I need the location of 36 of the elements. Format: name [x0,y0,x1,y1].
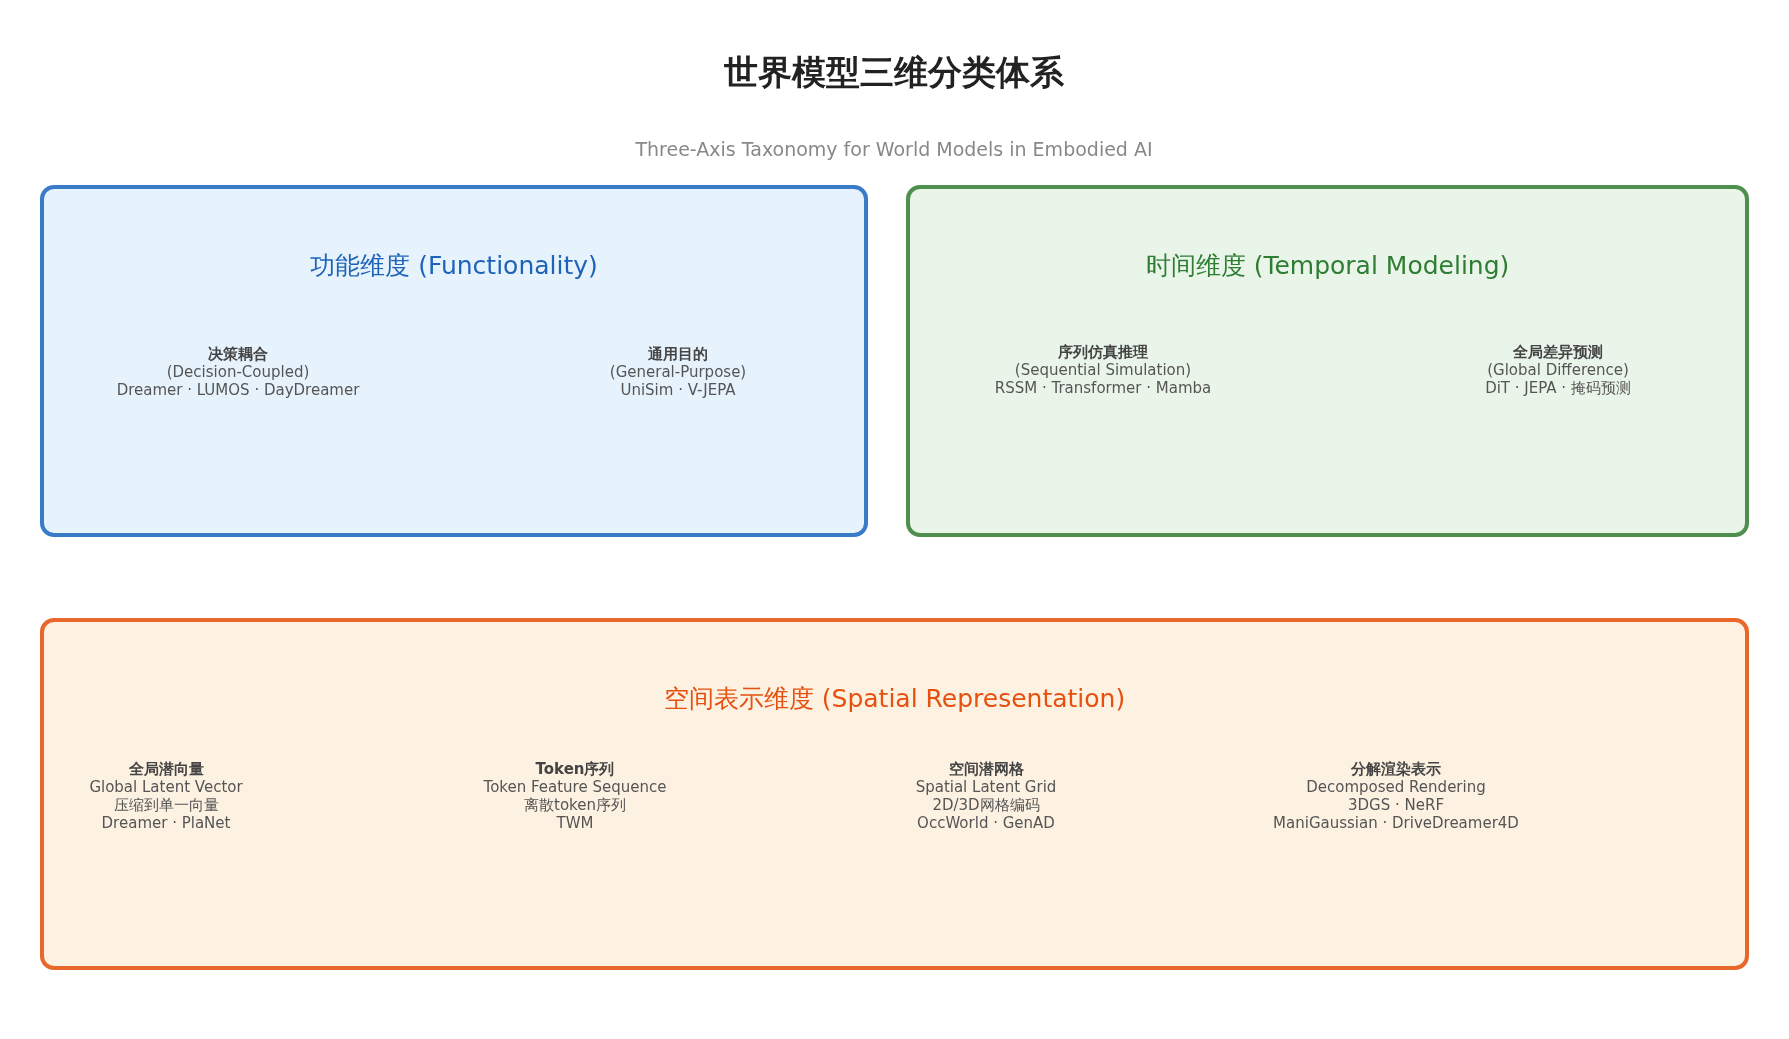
diagram-title: 世界模型三维分类体系 [724,51,1064,94]
panel-heading: 时间维度 (Temporal Modeling) [1145,250,1510,282]
category-title: 序列仿真推理 [1058,343,1148,361]
category-text: 3DGS · NeRF [1348,796,1444,814]
category-text: (General-Purpose) [609,363,747,381]
category-panel [40,618,1749,970]
category-title: 空间潜网格 [948,760,1024,778]
diagram-subtitle: Three-Axis Taxonomy for World Models in Embodied AI [635,138,1153,160]
category-text: 2D/3D网格编码 [932,796,1040,814]
category-text: (Sequential Simulation) [1014,361,1192,379]
category-text: 压缩到单一向量 [113,796,219,814]
category-text: OccWorld · GenAD [917,814,1055,832]
category-text: Decomposed Rendering [1306,778,1486,796]
category-title: 全局潜向量 [128,760,204,778]
category-text: Dreamer · PlaNet [101,814,231,832]
category-text: 离散token序列 [524,796,626,814]
category-title: 决策耦合 [208,345,268,363]
category-text: ManiGaussian · DriveDreamer4D [1273,814,1519,832]
category-text: (Decision-Coupled) [166,363,310,381]
category-title: 全局差异预测 [1513,343,1603,361]
panel-heading: 功能维度 (Functionality) [310,250,598,282]
panel-heading: 空间表示维度 (Spatial Representation) [663,683,1126,715]
category-text: (Global Difference) [1487,361,1629,379]
category-text: DiT · JEPA · 掩码预测 [1485,379,1631,397]
category-panel [906,185,1749,537]
category-text: Spatial Latent Grid [915,778,1057,796]
category-text: UniSim · V-JEPA [620,381,736,399]
category-title: 通用目的 [648,345,708,363]
category-text: RSSM · Transformer · Mamba [994,379,1212,397]
category-text: Global Latent Vector [89,778,243,796]
category-text: TWM [556,814,594,832]
category-text: Dreamer · LUMOS · DayDreamer [116,381,360,399]
category-text: Token Feature Sequence [483,778,667,796]
category-title: 分解渲染表示 [1351,760,1441,778]
category-panel [40,185,868,537]
category-title: Token序列 [535,760,615,778]
